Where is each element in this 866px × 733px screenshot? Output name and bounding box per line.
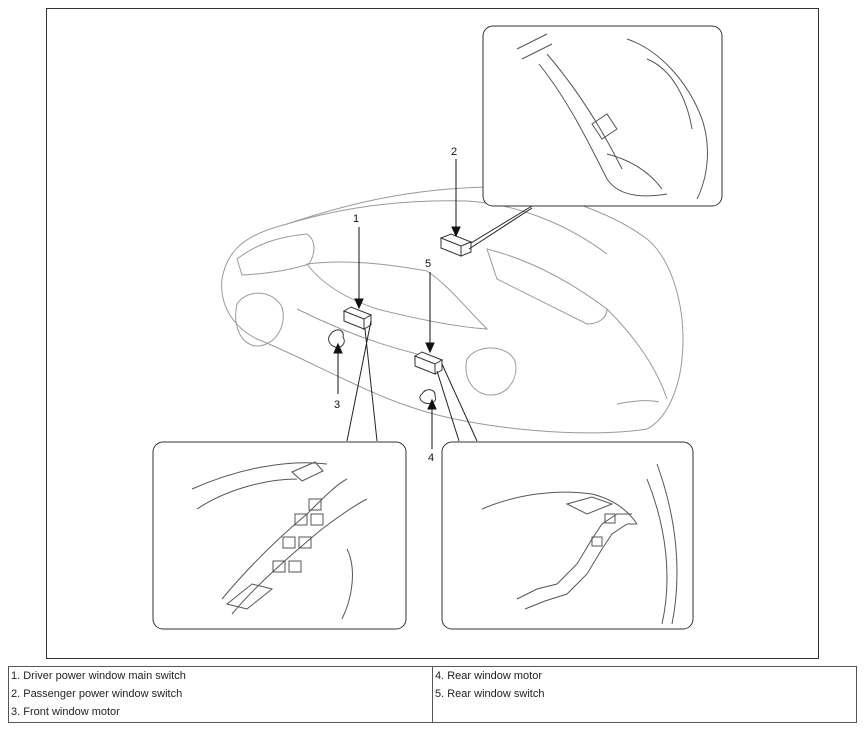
inset-rear-switch [441,441,694,630]
car-body-outline [221,186,684,434]
callout-4: 4 [428,452,434,464]
legend-item-5: 5. Rear window switch [435,688,545,700]
inset-connector-driver [346,320,378,442]
inset-passenger-switch [482,25,723,207]
legend-item-4: 4. Rear window motor [435,670,542,682]
car-roof-line [286,200,608,255]
rear-window-motor [419,389,437,404]
legend-item-2: 2. Passenger power window switch [11,688,183,700]
car-door-line [296,308,418,355]
legend-column-left: 1. Driver power window main switch 2. Pa… [8,666,433,723]
inset-connector-rear [436,363,478,442]
diagram-frame: 1 2 5 3 4 [46,8,819,659]
legend-item-1: 1. Driver power window main switch [11,670,186,682]
vehicle-diagram: 1 2 5 3 4 [152,25,723,630]
inset-driver-switch [152,441,407,630]
callout-3: 3 [334,399,340,411]
car-front-wheel [235,292,284,347]
callout-5: 5 [425,258,431,270]
car-side-window [306,261,489,330]
car-rear-wheel [465,347,517,396]
legend-table: 1. Driver power window main switch 2. Pa… [8,666,857,723]
car-windshield [236,233,315,276]
car-trunk-line [606,308,668,400]
callout-2: 2 [451,146,457,158]
car-taillight [616,400,660,405]
inset-connector-passenger [468,205,533,250]
driver-switch-box [342,306,373,330]
rear-switch-box [413,351,444,375]
front-window-motor [328,329,345,348]
car-rear-window [486,248,608,325]
passenger-switch-box [439,233,473,257]
legend-item-3: 3. Front window motor [11,706,120,718]
callout-1: 1 [353,213,359,225]
legend-column-right: 4. Rear window motor 5. Rear window swit… [432,666,857,723]
